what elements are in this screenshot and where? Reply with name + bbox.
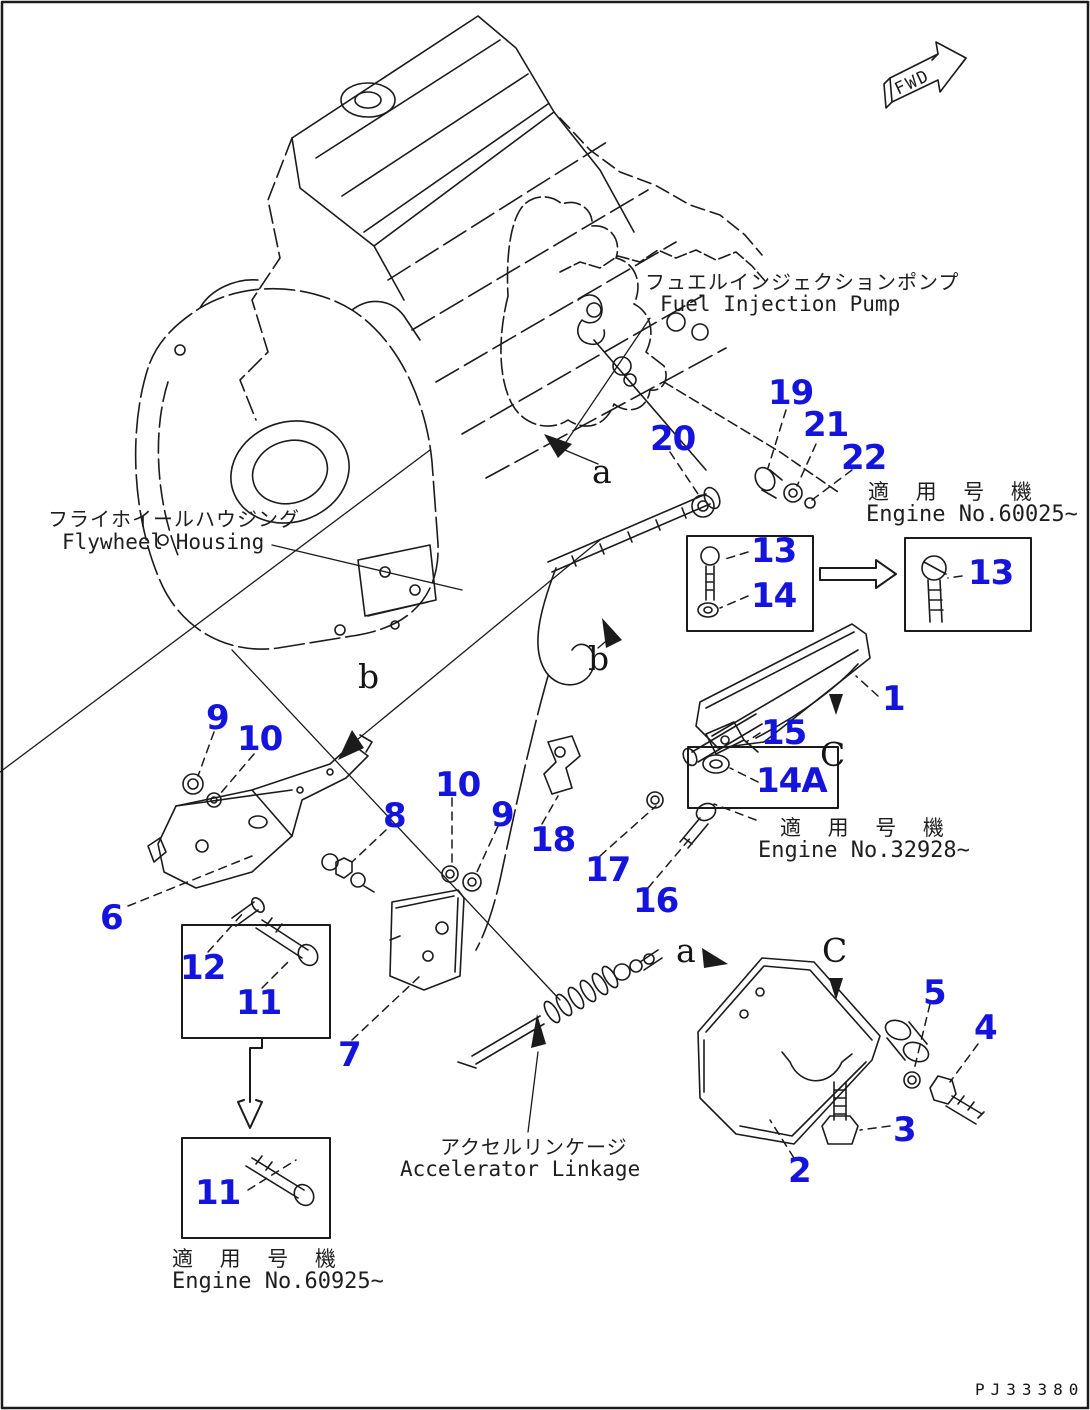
view-letter-b: b (588, 639, 610, 678)
bracket-part1-drawing (646, 623, 871, 849)
serial-note-en: Engine No.60925~ (172, 1269, 384, 1294)
fuel-injection-pump-drawing (500, 196, 839, 493)
detail-box-parts (697, 546, 947, 774)
callout-4[interactable]: 4 (974, 1008, 998, 1048)
callout-21[interactable]: 21 (803, 405, 849, 445)
callout-3[interactable]: 3 (893, 1110, 917, 1150)
pointer-lines (0, 317, 651, 1133)
view-b2-arrow (338, 730, 364, 760)
flywheel-housing-label-jp: フライホイールハウジング (48, 507, 300, 531)
detail-box-11 (181, 1137, 331, 1239)
callout-2[interactable]: 2 (788, 1151, 812, 1191)
serial-note-en: Engine No.32928~ (758, 838, 970, 863)
callout-13b[interactable]: 13 (968, 553, 1014, 593)
bracket-part7-drawing (231, 865, 482, 1207)
serial-note-jp: 適 用 号 機 (780, 816, 951, 840)
flywheel-housing-drawing (134, 279, 439, 650)
detail-box-14a (687, 746, 839, 809)
view-c2-arrow (829, 978, 843, 1000)
leader-lines (127, 409, 979, 1191)
callout-1[interactable]: 1 (882, 679, 906, 719)
view-letter-c2: C (822, 931, 848, 970)
fuel-injection-pump-label-en: Fuel Injection Pump (660, 292, 901, 316)
substitution-arrow-down (237, 1037, 263, 1129)
flywheel-housing-label-en: Flywheel Housing (62, 530, 265, 554)
serial-note-en: Engine No.60025~ (866, 502, 1078, 527)
callout-9[interactable]: 9 (206, 698, 230, 738)
callout-14[interactable]: 14 (751, 576, 797, 616)
detail-boxes (181, 535, 1032, 1239)
callout-11b[interactable]: 11 (195, 1173, 241, 1213)
callout-12[interactable]: 12 (180, 948, 226, 988)
view-a2-arrow (702, 948, 728, 968)
callout-18[interactable]: 18 (530, 820, 576, 860)
detail-box-12-11 (181, 924, 331, 1039)
callout-19[interactable]: 19 (768, 373, 814, 413)
view-letter-c: C (820, 735, 846, 774)
view-direction-arrows (338, 434, 843, 1048)
view-letter-a2: a (676, 931, 696, 970)
callout-14a[interactable]: 14A (756, 761, 828, 801)
detail-box-13 (904, 537, 1032, 632)
detail-box-13-14 (686, 535, 814, 632)
callout-11[interactable]: 11 (236, 983, 282, 1023)
callout-15[interactable]: 15 (761, 713, 807, 753)
view-a-arrow (544, 434, 572, 458)
accelerator-linkage-label-jp: アクセルリンケージ (440, 1135, 628, 1159)
fwd-arrow-label: FWD (892, 66, 934, 100)
callout-10[interactable]: 10 (237, 719, 283, 759)
fwd-arrow-icon: FWD (883, 41, 967, 109)
view-b-arrow (602, 618, 622, 648)
callout-16[interactable]: 16 (633, 881, 679, 921)
substitution-arrow-right (819, 559, 897, 589)
callout-8[interactable]: 8 (383, 796, 407, 836)
fuel-injection-pump-label-jp: フュエルインジェクションポンプ (645, 270, 960, 294)
callout-13[interactable]: 13 (751, 531, 797, 571)
engine-block-drawing (239, 15, 763, 479)
callout-7[interactable]: 7 (338, 1035, 362, 1075)
view-letter-b2: b (358, 657, 380, 696)
serial-note-jp: 適 用 号 機 (172, 1247, 343, 1271)
accelerator-linkage-label-en: Accelerator Linkage (400, 1157, 641, 1181)
callout-6[interactable]: 6 (100, 898, 124, 938)
accelerator-linkage-arrow (531, 1014, 546, 1048)
serial-note-jp: 適 用 号 機 (868, 480, 1039, 504)
accelerator-cable-drawing (457, 466, 816, 1069)
cover-part2-drawing (697, 957, 985, 1145)
view-letter-a: a (592, 452, 612, 491)
callout-9b[interactable]: 9 (491, 795, 515, 835)
callout-5[interactable]: 5 (923, 973, 947, 1013)
view-c-arrow (829, 694, 843, 715)
drawing-number: PJ33380 (975, 1380, 1085, 1399)
callout-22[interactable]: 22 (841, 438, 887, 478)
bracket-part6-drawing (147, 734, 375, 893)
callout-17[interactable]: 17 (585, 850, 631, 890)
callout-10b[interactable]: 10 (435, 765, 481, 805)
callout-20[interactable]: 20 (650, 419, 696, 459)
